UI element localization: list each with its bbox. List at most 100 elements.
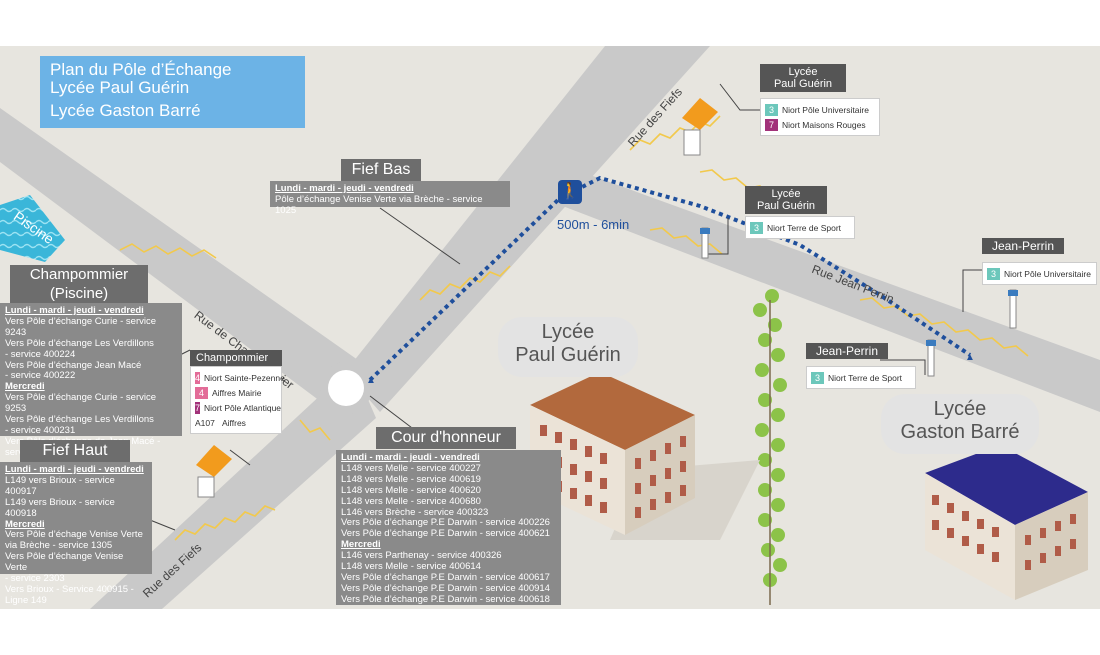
route-row: 3 Niort Terre de Sport — [811, 371, 911, 384]
champommier-piscine-name-line1: Champommier — [29, 266, 129, 283]
schedule-line: L148 vers Melle - service 400614 — [341, 561, 481, 573]
schedule-line: L148 vers Melle - service 400227 — [341, 462, 481, 474]
route-destination: Niort Pôle Universitaire — [1004, 268, 1091, 279]
tree-row — [753, 289, 787, 587]
bus-stop-pole-jp-right — [1008, 289, 1018, 329]
label-lycee-gaston-barre-line2: Gaston Barré — [900, 421, 1020, 443]
route-badge: 4 — [195, 371, 201, 384]
schedule-line: Vers Pôle d’échange Curie - service 9253 — [5, 392, 157, 415]
schedule-line: Ligne 149 — [5, 594, 47, 606]
label-lycee-paul-guerin: Lycée Paul Guérin — [498, 317, 638, 377]
label-lycee-gaston-barre-line1: Lycée — [933, 398, 987, 420]
schedule-line: - service 2303 — [5, 573, 65, 585]
schedule-line: Vers Pôle d’échange P.E Darwin - service… — [341, 517, 550, 529]
route-destination: Niort Pôle Universitaire — [782, 104, 869, 115]
champommier-stop-name: Champommier — [190, 350, 282, 366]
bus-stop-pole-jp-left — [926, 339, 936, 377]
road-champommier — [0, 108, 375, 416]
label-lycee-paul-guerin-line1: Lycée — [541, 321, 595, 343]
schedule-line: - service 400231 — [5, 424, 76, 436]
schedule-line: Vers Pôle d’échange Les Verdillons — [5, 414, 154, 426]
route-badge: A107 — [195, 417, 215, 428]
champommier-piscine-name-line2: (Piscine) — [49, 285, 109, 302]
schedule-line: Mercredi — [341, 539, 381, 551]
building-gaston-barre — [925, 445, 1088, 600]
schedule-line: Vers Pôle d’échange Les Verdillons — [5, 337, 154, 349]
bus-shelter-fief-haut — [196, 445, 232, 498]
stop-pg-mid-name-line2: Paul Guérin — [756, 200, 816, 212]
label-lycee-paul-guerin-line2: Paul Guérin — [515, 344, 621, 366]
schedule-line: Vers Pôle d’échange Jean Macé — [5, 359, 142, 371]
route-destination: Niort Pôle Atlantique — [204, 402, 282, 413]
schedule-line: Lundi - mardi - jeudi - vendredi — [5, 464, 144, 475]
title-line1: Plan du Pôle d’Échange — [50, 60, 232, 79]
roundabout-center — [328, 370, 364, 406]
bus-shelter-fiefs-top — [682, 98, 718, 156]
route-row: 3 Niort Pôle Universitaire — [765, 103, 875, 116]
stop-pg-top-name-line1: Lycée — [788, 66, 818, 78]
cour-honneur-name: Cour d'honneur — [376, 427, 516, 449]
route-destination: Niort Terre de Sport — [828, 372, 903, 383]
stop-jp-right-name: Jean-Perrin — [982, 238, 1064, 254]
stop-pg-mid-name: Lycée Paul Guérin — [745, 186, 827, 214]
stop-pg-top-name: Lycée Paul Guérin — [760, 64, 846, 92]
stop-pg-top: Lycée Paul Guérin 3 Niort Pôle Universita… — [760, 64, 880, 136]
schedule-line: L148 vers Melle - service 400619 — [341, 473, 481, 485]
label-lycee-gaston-barre: Lycée Gaston Barré — [881, 394, 1039, 454]
schedule-line: Vers Pôle d’échage Venise Verte — [5, 529, 143, 541]
schedule-line: - service 400224 — [5, 348, 76, 360]
fief-bas-name: Fief Bas — [341, 159, 421, 181]
fief-bas-panel: Lundi - mardi - jeudi - vendredi Pôle d’… — [270, 181, 510, 216]
stop-jp-left-routes: 3 Niort Terre de Sport — [806, 366, 916, 389]
bus-stop-pole-pg — [700, 227, 710, 259]
schedule-line: Mercredi — [5, 381, 45, 393]
building-paul-guerin — [530, 372, 695, 535]
schedule-line: L148 vers Melle - service 400620 — [341, 484, 481, 496]
walk-label: 500m - 6min — [557, 217, 630, 232]
fief-bas-line: Pôle d’échange Venise Verte via Brèche -… — [275, 193, 483, 216]
schedule-line: Vers Pôle d’échange P.E Darwin - service… — [341, 571, 550, 583]
schedule-line: Vers Pôle d’échange Curie - service 9243 — [5, 315, 157, 338]
route-badge: 3 — [750, 221, 763, 234]
road-jean-perrin — [560, 175, 1100, 412]
title-line2: Lycée Paul Guérin — [50, 78, 190, 97]
route-badge: 7 — [195, 401, 201, 414]
schedule-line: - service 400222 — [5, 370, 76, 382]
schedule-line: Vers Pôle d’échange P.E Darwin - service… — [341, 528, 550, 540]
route-badge: 3 — [765, 103, 778, 116]
schedule-line: Lundi - mardi - jeudi - vendredi — [341, 452, 480, 463]
stop-pg-top-name-line2: Paul Guérin — [773, 78, 833, 90]
schedule-line: L149 vers Brioux - service 400918 — [5, 496, 115, 519]
fief-haut-name: Fief Haut — [20, 440, 130, 462]
schedule-line: L146 vers Brèche - service 400323 — [341, 506, 489, 518]
stop-jp-left-name: Jean-Perrin — [806, 343, 888, 359]
schedule-line: Vers Pôle d’échange Venise Verte — [5, 551, 124, 574]
schedule-line: L148 vers Melle - service 400680 — [341, 495, 481, 507]
route-destination: Niort Maisons Rouges — [782, 119, 866, 130]
champommier-piscine-name: Champommier (Piscine) — [10, 265, 148, 305]
route-destination: Aiffres Mairie — [212, 387, 262, 398]
schedule-line: Lundi - mardi - jeudi - vendredi — [5, 305, 144, 316]
fief-bas-days: Lundi - mardi - jeudi - vendredi — [275, 183, 414, 194]
schedule-line: via Brèche - service 1305 — [5, 540, 113, 552]
route-badge: 3 — [811, 371, 824, 384]
schedule-line: Vers Brioux - Service 400915 - — [5, 583, 134, 595]
